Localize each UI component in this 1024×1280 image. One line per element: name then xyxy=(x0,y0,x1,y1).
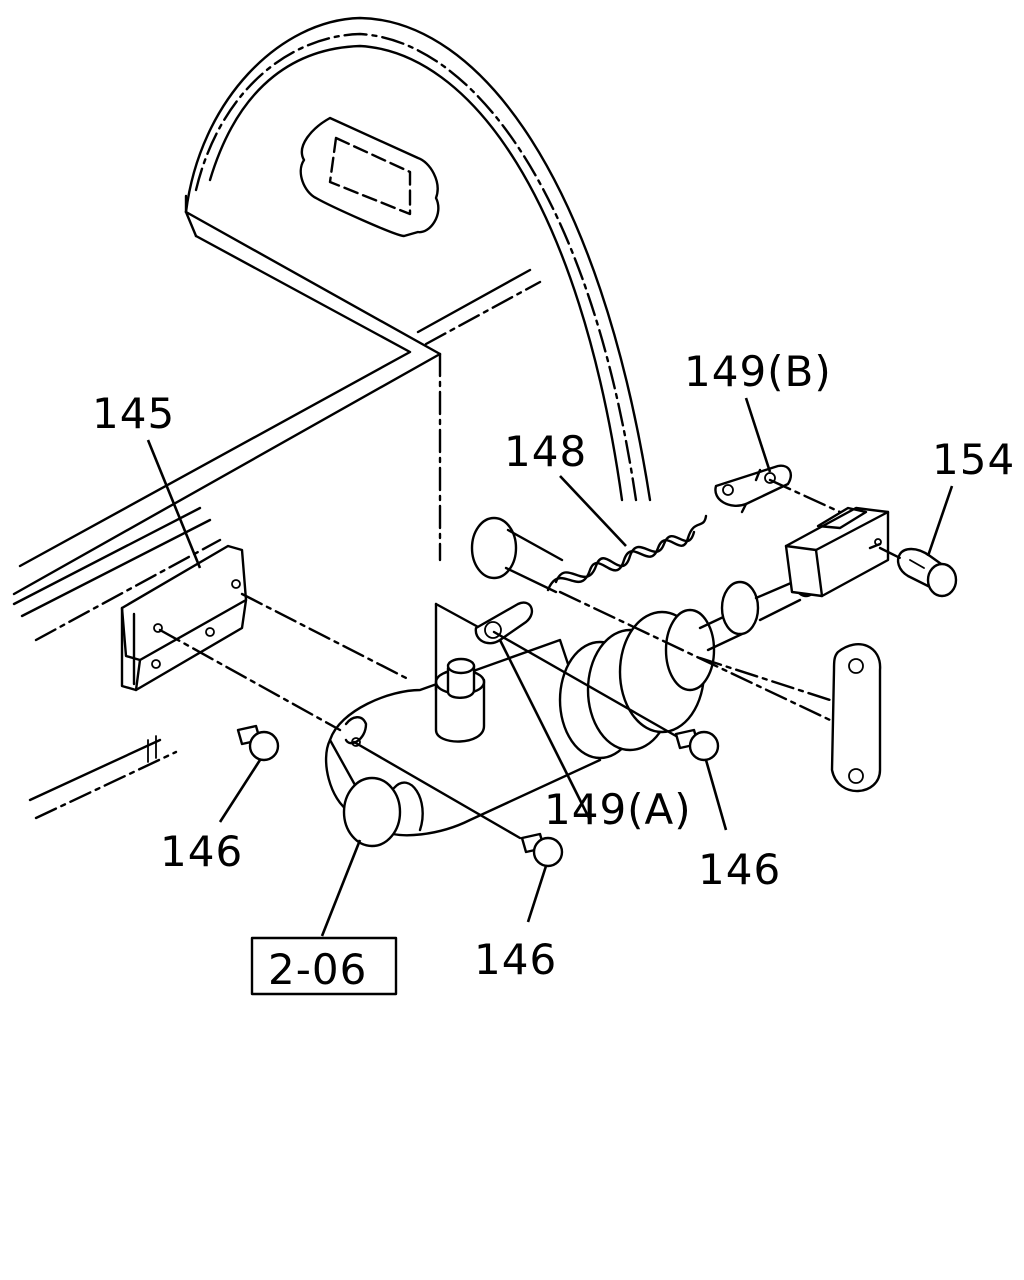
washer-149a xyxy=(474,601,534,645)
pedal-arm xyxy=(698,643,882,793)
callout-149a: 149(A) xyxy=(544,785,692,834)
bracket-145 xyxy=(120,544,248,692)
inspection-cover xyxy=(299,116,440,238)
callout-148: 148 xyxy=(504,427,587,476)
dust-boot xyxy=(558,608,716,760)
housing-frame xyxy=(12,210,542,820)
bolt-146-right xyxy=(674,728,720,762)
bolt-146-center xyxy=(520,832,564,868)
bolt-146-left xyxy=(236,724,280,762)
callout-146-center: 146 xyxy=(474,935,557,984)
shaft-roller xyxy=(470,516,832,722)
callout-154: 154 xyxy=(932,435,1015,484)
callout-146-right: 146 xyxy=(698,845,781,894)
clevis xyxy=(784,506,890,598)
callout-146-left: 146 xyxy=(160,827,243,876)
callout-149b: 149(B) xyxy=(684,347,832,396)
bracket-149b xyxy=(714,464,792,514)
assembly-lines xyxy=(158,478,902,840)
reference-box: 2-06 xyxy=(250,936,398,996)
master-cylinder xyxy=(324,602,602,848)
leader-lines xyxy=(146,397,954,937)
reference-label: 2-06 xyxy=(268,945,367,994)
pin-154 xyxy=(896,547,958,598)
spring-148 xyxy=(546,514,708,592)
flywheel-housing xyxy=(184,16,652,502)
callout-145: 145 xyxy=(92,389,175,438)
